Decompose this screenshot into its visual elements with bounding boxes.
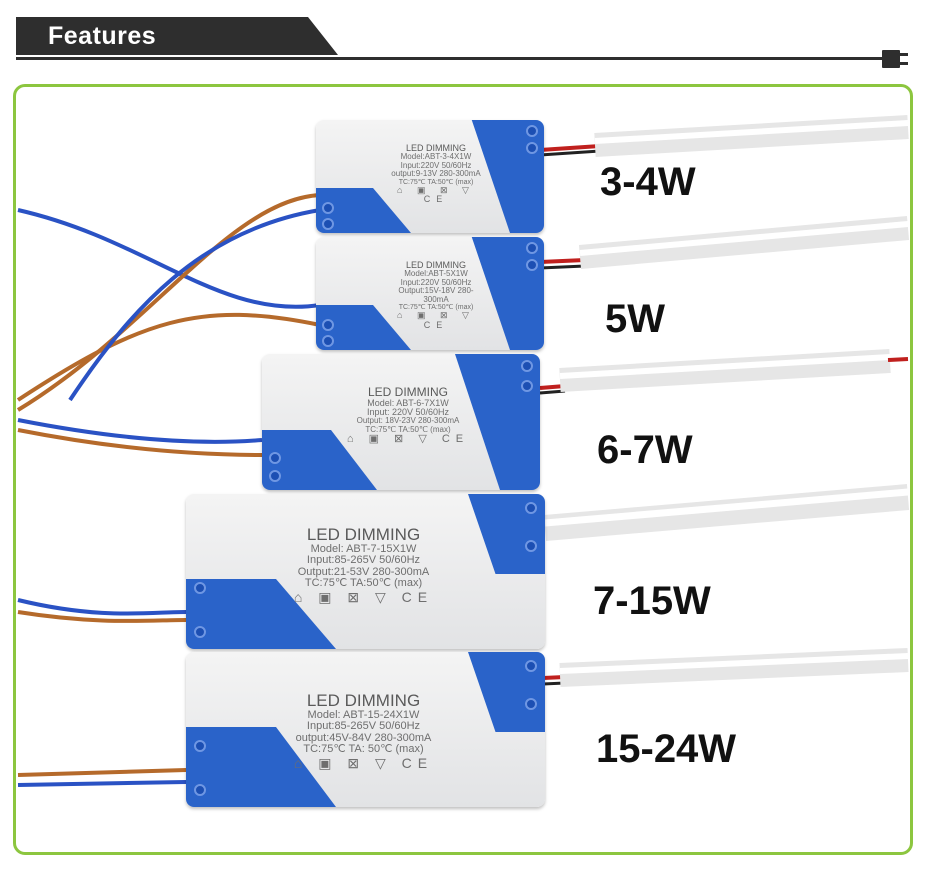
driver-temp: TC:75℃ TA:50℃ (max) — [398, 304, 474, 311]
wattage-label: 3-4W — [600, 160, 696, 204]
certification-icons: ⌂ ▣ ⊠ ▽ CE — [346, 433, 470, 446]
driver-input: Input:220V 50/60Hz — [400, 160, 472, 170]
driver-label: LED DIMMING — [306, 525, 421, 544]
driver-output: output:45V-84V 280-300mA — [295, 731, 432, 744]
plug-icon — [882, 50, 900, 68]
header-rule — [16, 57, 884, 60]
driver-temp: TC:75℃ TA: 50℃ (max) — [303, 743, 424, 756]
wattage-label: 15-24W — [596, 727, 737, 771]
driver-temp: TC:75℃ TA:50℃ (max) — [304, 577, 423, 590]
wattage-label: 5W — [605, 297, 665, 341]
driver-temp: TC:75℃ TA:50℃ (max) — [398, 178, 474, 186]
driver-temp: TC:75℃ TA:50℃ (max) — [365, 424, 451, 434]
wattage-label: 7-15W — [593, 579, 711, 623]
driver-output: Output: 18V-23V 280-300mA — [356, 416, 460, 426]
driver-model: Model: ABT-6-7X1W — [367, 397, 449, 408]
driver-output: Output:15V-18V 280-300mA — [398, 286, 474, 304]
driver-3-4w: LED DIMMING Model:ABT-3-4X1W Input:220V … — [316, 120, 544, 233]
driver-5w: LED DIMMING Model:ABT-5X1W Input:220V 50… — [316, 237, 544, 350]
driver-model: Model:ABT-5X1W — [404, 269, 468, 279]
plug-pin-icon — [900, 53, 908, 56]
driver-input: Input:85-265V 50/60Hz — [306, 720, 421, 733]
driver-15-24w: LED DIMMING Model: ABT-15-24X1W Input:85… — [186, 652, 545, 807]
driver-label: LED DIMMING — [367, 385, 448, 399]
driver-label: LED DIMMING — [405, 143, 466, 153]
driver-output: Output:21-53V 280-300mA — [297, 565, 430, 578]
driver-7-15w: LED DIMMING Model: ABT-7-15X1W Input:85-… — [186, 494, 545, 649]
section-title: Features — [48, 22, 157, 50]
driver-label: LED DIMMING — [405, 260, 466, 270]
driver-label: LED DIMMING — [306, 691, 421, 710]
driver-model: Model:ABT-3-4X1W — [400, 152, 472, 162]
driver-model: Model: ABT-7-15X1W — [310, 542, 417, 555]
section-banner — [16, 17, 338, 55]
certification-icons: ⌂ ▣ ⊠ ▽ CE — [293, 755, 434, 772]
certification-icons: ⌂ ▣ ⊠ ▽ CE — [293, 589, 434, 606]
wattage-label: 6-7W — [597, 428, 693, 472]
driver-model: Model: ABT-15-24X1W — [307, 708, 420, 721]
certification-icons: ⌂ ▣ ⊠ ▽ CE — [397, 184, 475, 205]
driver-output: output:9-13V 280-300mA — [391, 169, 481, 179]
driver-6-7w: LED DIMMING Model: ABT-6-7X1W Input: 220… — [262, 354, 540, 490]
driver-input: Input:85-265V 50/60Hz — [306, 554, 421, 567]
driver-input: Input:220V 50/60Hz — [400, 277, 472, 287]
plug-pin-icon — [900, 62, 908, 65]
certification-icons: ⌂ ▣ ⊠ ▽ CE — [397, 310, 475, 330]
driver-input: Input: 220V 50/60Hz — [366, 407, 450, 418]
